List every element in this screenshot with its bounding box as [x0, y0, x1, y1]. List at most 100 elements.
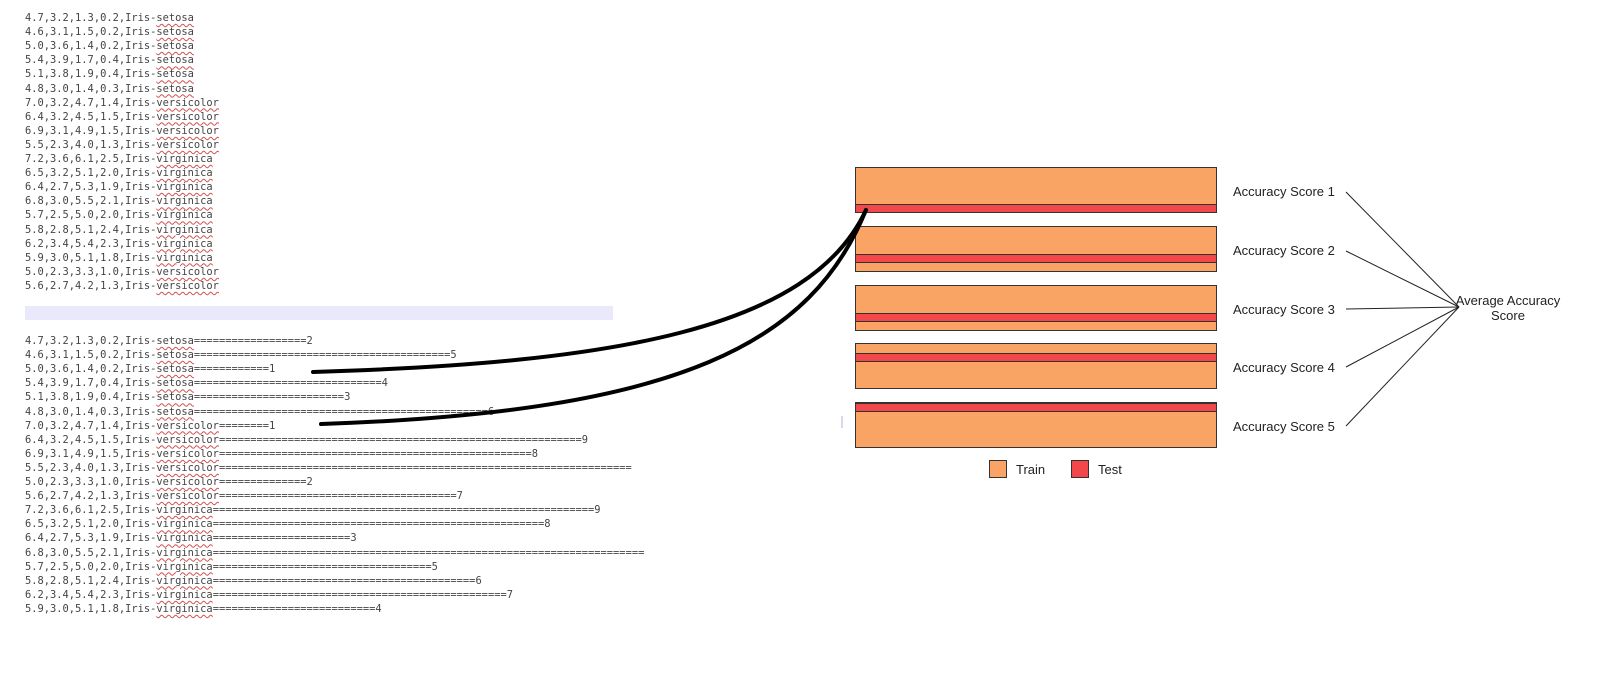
row-values: 4.8,3.0,1.4,0.3,: [25, 405, 126, 418]
assignment-row: 5.4,3.9,1.7,0.4,Iris-setosa=============…: [25, 376, 388, 390]
row-fold-number: 4: [375, 602, 382, 615]
row-arrow: ========================================…: [212, 518, 545, 531]
row-arrow: ======================: [212, 532, 351, 545]
assignment-row: 5.9,3.0,5.1,1.8,Iris-virginica==========…: [25, 602, 382, 616]
accuracy-score-1-label: Accuracy Score 1: [1233, 184, 1335, 199]
row-values: 4.7,3.2,1.3,0.2,: [25, 12, 126, 24]
row-prefix: Iris-: [125, 237, 157, 250]
row-prefix: Iris-: [125, 349, 157, 362]
row-prefix: Iris-: [125, 12, 157, 24]
dataset-row: 7.0,3.2,4.7,1.4,Iris-versicolor: [25, 96, 219, 110]
dataset-row: 5.6,2.7,4.2,1.3,Iris-versicolor: [25, 279, 219, 293]
score-line-3: [1345, 306, 1460, 310]
row-values: 5.4,3.9,1.7,0.4,: [25, 377, 126, 390]
row-fold-number: 5: [431, 560, 438, 573]
row-values: 5.1,3.8,1.9,0.4,: [25, 68, 126, 81]
dataset-row: 7.2,3.6,6.1,2.5,Iris-virginica: [25, 152, 213, 166]
row-arrow: ========================================…: [212, 574, 476, 587]
assignment-row: 7.2,3.6,6.1,2.5,Iris-virginica==========…: [25, 503, 601, 517]
row-species: setosa: [156, 405, 194, 418]
row-fold-number: 2: [306, 476, 313, 488]
assignment-row: 5.0,3.6,1.4,0.2,Iris-setosa============1: [25, 362, 275, 376]
row-prefix: Iris-: [125, 490, 157, 503]
row-fold-number: 8: [544, 518, 551, 531]
dataset-row: 5.5,2.3,4.0,1.3,Iris-versicolor: [25, 138, 219, 152]
row-species: versicolor: [156, 96, 219, 109]
fold-5-test-segment: [856, 403, 1216, 412]
row-prefix: Iris-: [125, 265, 157, 278]
row-prefix: Iris-: [125, 588, 157, 601]
row-arrow: ========================================…: [212, 504, 595, 517]
row-values: 5.0,2.3,3.3,1.0,: [25, 476, 126, 488]
row-species: setosa: [156, 377, 194, 390]
row-values: 5.0,2.3,3.3,1.0,: [25, 265, 126, 278]
assignment-row: 4.6,3.1,1.5,0.2,Iris-setosa=============…: [25, 348, 457, 362]
row-fold-number: 8: [531, 447, 538, 460]
row-species: virginica: [156, 504, 213, 517]
row-prefix: Iris-: [125, 153, 157, 165]
row-species: versicolor: [156, 461, 219, 474]
row-prefix: Iris-: [125, 377, 157, 390]
row-values: 6.4,3.2,4.5,1.5,: [25, 110, 126, 123]
row-prefix: Iris-: [125, 518, 157, 531]
row-species: virginica: [156, 518, 213, 531]
fold-2-test-segment: [856, 254, 1216, 263]
fold-2-bar: [855, 226, 1217, 272]
row-arrow: ==================: [193, 335, 307, 347]
row-prefix: Iris-: [125, 40, 157, 53]
row-species: setosa: [156, 335, 194, 347]
row-prefix: Iris-: [125, 405, 157, 418]
row-fold-number: 7: [456, 490, 463, 503]
row-species: setosa: [156, 68, 194, 81]
row-species: versicolor: [156, 447, 219, 460]
row-values: 5.5,2.3,4.0,1.3,: [25, 461, 126, 474]
row-values: 4.6,3.1,1.5,0.2,: [25, 349, 126, 362]
dataset-row: 6.4,3.2,4.5,1.5,Iris-versicolor: [25, 110, 219, 124]
row-values: 5.4,3.9,1.7,0.4,: [25, 54, 126, 67]
row-species: virginica: [156, 532, 213, 545]
score-line-2: [1345, 250, 1460, 308]
row-prefix: Iris-: [125, 391, 157, 404]
row-species: setosa: [156, 26, 194, 39]
row-arrow: ======================================: [218, 490, 457, 503]
row-arrow: ==============: [218, 476, 307, 488]
legend-test: Test: [1071, 460, 1122, 478]
row-prefix: Iris-: [125, 82, 157, 95]
test-swatch: [1071, 460, 1089, 478]
row-species: virginica: [156, 223, 213, 236]
score-line-4: [1345, 306, 1460, 368]
row-prefix: Iris-: [125, 110, 157, 123]
dataset-row: 4.8,3.0,1.4,0.3,Iris-setosa: [25, 82, 194, 96]
row-species: setosa: [156, 363, 194, 376]
row-arrow: ========================================…: [193, 405, 488, 418]
fold-1-test-segment: [856, 204, 1216, 213]
assignment-row: 5.1,3.8,1.9,0.4,Iris-setosa=============…: [25, 390, 350, 404]
row-prefix: Iris-: [125, 167, 157, 180]
selection-highlight: [25, 306, 613, 320]
assignment-row: 5.6,2.7,4.2,1.3,Iris-versicolor=========…: [25, 489, 463, 503]
row-values: 6.9,3.1,4.9,1.5,: [25, 124, 126, 137]
row-prefix: Iris-: [125, 574, 157, 587]
text-cursor: [841, 416, 843, 428]
row-values: 5.0,3.6,1.4,0.2,: [25, 40, 126, 53]
train-swatch: [989, 460, 1007, 478]
fold-3-test-segment: [856, 313, 1216, 322]
dataset-row: 5.8,2.8,5.1,2.4,Iris-virginica: [25, 223, 213, 237]
row-species: setosa: [156, 82, 194, 95]
fold-3-bar: [855, 285, 1217, 331]
row-prefix: Iris-: [125, 68, 157, 81]
assignment-row: 4.7,3.2,1.3,0.2,Iris-setosa=============…: [25, 334, 313, 348]
row-prefix: Iris-: [125, 209, 157, 222]
assignment-row: 5.7,2.5,5.0,2.0,Iris-virginica==========…: [25, 560, 438, 574]
row-arrow: ==============================: [193, 377, 382, 390]
row-prefix: Iris-: [125, 54, 157, 67]
row-prefix: Iris-: [125, 335, 157, 347]
dataset-row: 5.7,2.5,5.0,2.0,Iris-virginica: [25, 208, 213, 222]
row-species: setosa: [156, 391, 194, 404]
row-prefix: Iris-: [125, 532, 157, 545]
row-values: 5.8,2.8,5.1,2.4,: [25, 574, 126, 587]
row-species: setosa: [156, 12, 194, 24]
row-values: 6.2,3.4,5.4,2.3,: [25, 588, 126, 601]
row-prefix: Iris-: [125, 124, 157, 137]
